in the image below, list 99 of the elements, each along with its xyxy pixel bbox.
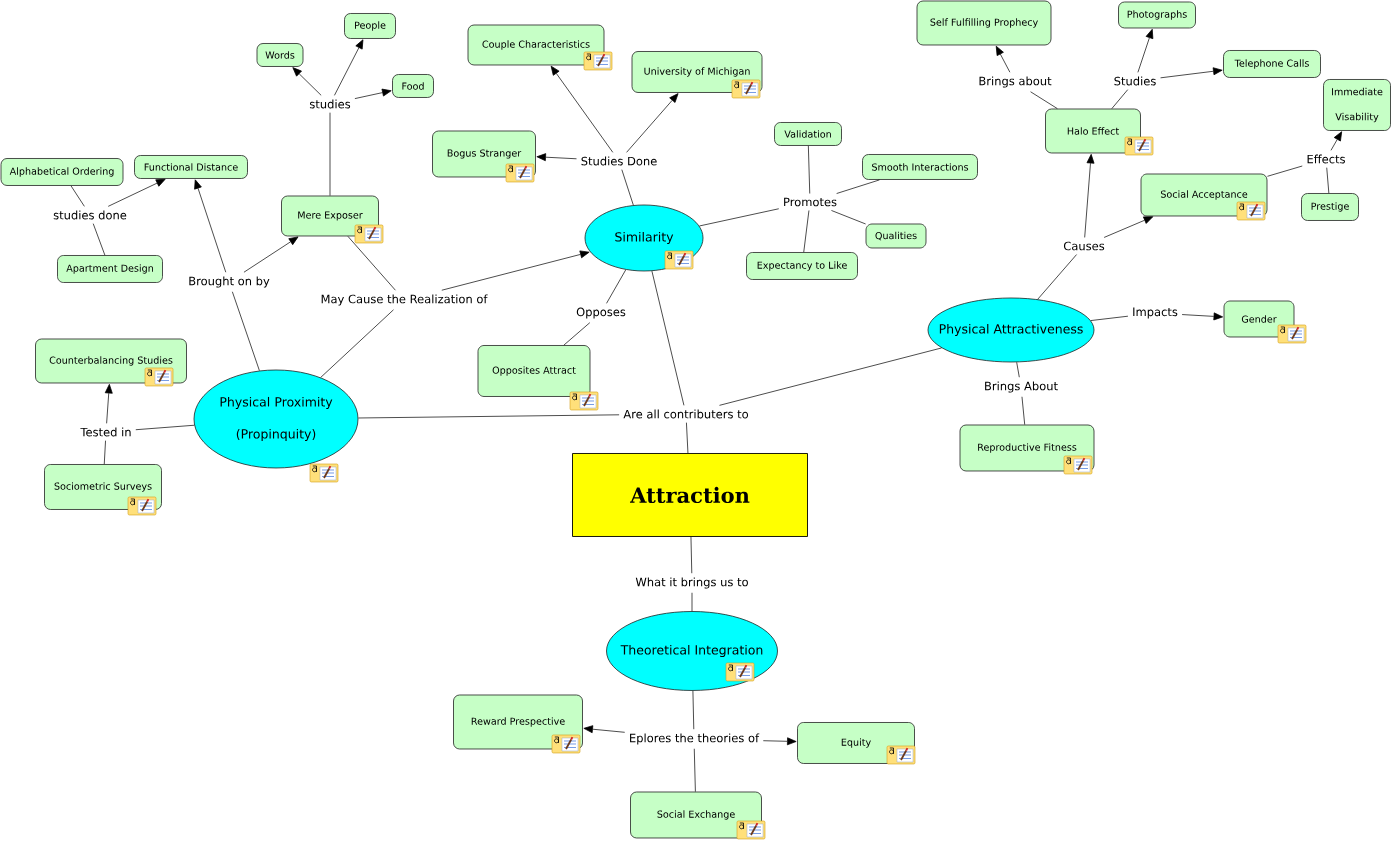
linking-phrase: Brings about [979,76,1052,88]
concept-box: Smooth Interactions [862,154,978,180]
arrow [354,88,392,99]
connector-line [691,592,693,612]
connector-line [1111,89,1129,109]
linking-phrase: Opposes [576,307,626,319]
arrow [1330,131,1343,151]
concept-box: Words [256,43,304,67]
concept-box: Prestige [1301,193,1359,221]
connector-line [329,112,331,196]
connector-line [693,748,696,792]
concept-box: People [344,13,396,39]
connector-line [1021,396,1026,425]
connector-line [831,210,866,225]
linking-phrase: Brings About [985,381,1058,393]
connector-line [1037,254,1077,300]
arrow [550,65,614,153]
linking-phrase: Causes [1063,241,1105,251]
concept-box: Counterbalancing Studies [35,338,187,384]
connector-line [699,208,780,227]
concept-box: Opposites Attract [477,345,591,397]
concept-box: Self Fulfilling Prophecy [916,0,1052,46]
linking-phrase: Effects [1307,154,1345,164]
concept-box: Reproductive Fitness [959,424,1095,472]
connector-line [808,145,811,194]
arrow [1137,28,1154,73]
linking-phrase: Eplores the theories of [630,733,760,745]
connector-line [836,179,880,194]
concept-box: Photographs [1118,1,1196,29]
connector-line [621,169,634,206]
arrow [583,725,626,734]
connector-line [347,236,396,291]
linking-phrase: What it brings us to [635,577,748,589]
connector-line [563,322,591,346]
linking-phrase: studies [309,99,351,109]
linking-phrase: Brought on by [189,276,270,288]
concept-box: Telephone Calls [1223,50,1321,78]
arrow [1084,154,1095,238]
connector-line [1267,165,1303,177]
concept-box: Expectancy to Like [746,252,858,280]
concept-box: Mere Exposer [281,195,379,237]
concept-box: Immediate Visability [1323,79,1391,131]
concept-box: Social Acceptance [1140,173,1268,217]
connector-line [606,269,627,304]
concept-box: Couple Characteristics [467,24,605,66]
linking-phrase: Impacts [1133,307,1178,319]
arrow [107,178,166,207]
connector-line [690,536,693,574]
connector-line [686,422,689,454]
arrow [292,67,322,96]
connector-line [651,270,685,406]
concept-box: Apartment Design [57,255,163,283]
connector-line [92,223,106,256]
concept-box: Qualities [865,223,927,249]
connector-line [1090,315,1129,321]
main-concept-box: Attraction [572,453,808,537]
arrow [1103,216,1154,238]
concept-box: Reward Prespective [453,694,583,750]
concept-box: Bogus Stranger [432,130,536,178]
arrow [194,179,227,273]
linking-phrase: Tested in [80,427,131,437]
concept-box: Halo Effect [1045,108,1141,154]
connector-line [358,414,620,419]
linking-phrase: Promotes [784,197,837,207]
arrow [536,153,577,162]
concept-box: Gender [1223,300,1295,338]
concept-box: Social Exchange [630,791,762,839]
connector-line [719,347,942,406]
connector-line [1030,91,1058,109]
concept-box: Validation [774,122,842,146]
linking-phrase: Are all contributers to [623,409,749,419]
arrow [1160,67,1223,79]
connector-line [70,185,85,207]
connector-line [1326,167,1330,194]
concept-box: Equity [797,722,915,764]
linking-phrase: studies done [53,210,127,220]
connector-line [320,309,394,378]
linking-phrase: Studies Done [581,156,657,166]
arrow [334,39,364,96]
concept-box: Food [392,74,434,98]
arrow [104,384,113,424]
arrow [995,45,1011,73]
arrow [243,236,299,273]
connector-line [1016,361,1020,378]
concept-box: Alphabetical Ordering [0,158,124,186]
connector-line [232,291,260,371]
arrow [1181,312,1223,321]
arrow [441,250,590,291]
concept-box: University of Michigan [631,51,763,93]
arrow [762,737,797,746]
linking-phrase: Studies [1114,76,1156,86]
connector-line [103,440,106,465]
connector-line [692,690,695,730]
connector-line [803,210,810,253]
arrow [626,93,679,153]
concept-box: Sociometric Surveys [44,464,162,510]
linking-phrase: May Cause the Realization of [321,294,488,306]
connector-line [135,424,195,431]
concept-box: Functional Distance [134,155,248,179]
